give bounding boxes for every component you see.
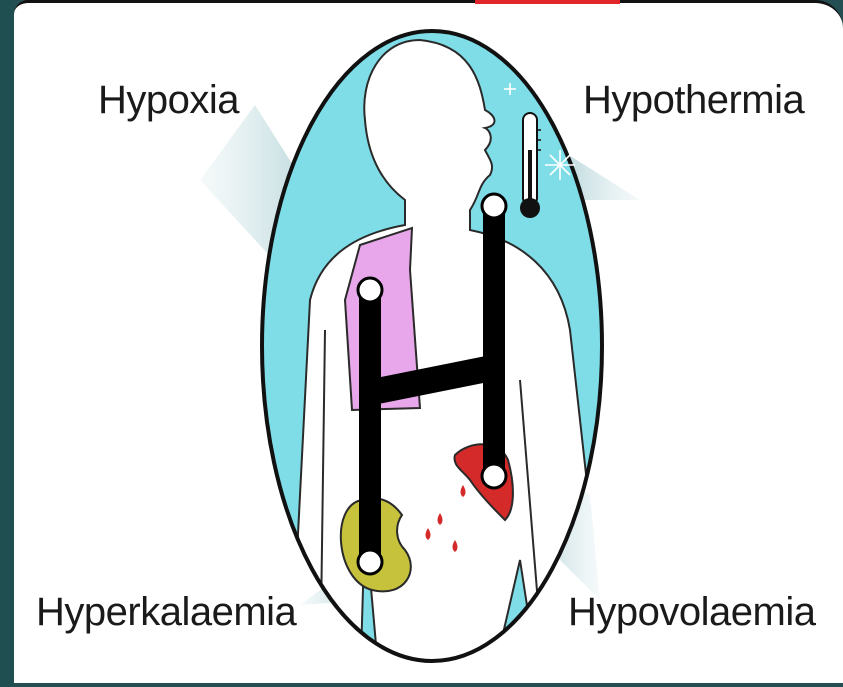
label-hypovolaemia: Hypovolaemia <box>568 592 815 632</box>
h-joint-bottom-left <box>358 550 382 574</box>
h-joint-bottom-right <box>482 464 506 488</box>
label-hypoxia: Hypoxia <box>98 80 239 120</box>
h-joint-top-left <box>358 278 382 302</box>
label-hyperkalaemia: Hyperkalaemia <box>36 592 296 632</box>
thermometer-icon <box>520 113 541 218</box>
h-joint-top-right <box>482 194 506 218</box>
label-hypothermia: Hypothermia <box>583 80 804 120</box>
